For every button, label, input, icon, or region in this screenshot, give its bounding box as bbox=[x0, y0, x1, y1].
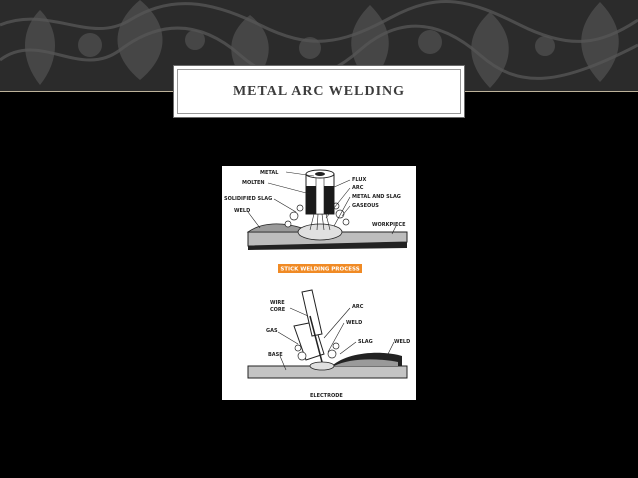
welding-diagram: METAL MOLTEN SOLIDIFIED SLAG WELD FLUX A… bbox=[222, 166, 416, 400]
label-gaseous: GASEOUS bbox=[352, 203, 379, 209]
label-wire: WIRE bbox=[270, 300, 285, 306]
caption-stick-welding: STICK WELDING PROCESS bbox=[280, 267, 359, 273]
title-box: METAL ARC WELDING bbox=[173, 65, 465, 118]
label-solidified-slag: SOLIDIFIED SLAG bbox=[224, 196, 272, 202]
label-base: BASE bbox=[268, 352, 283, 358]
label-molten: MOLTEN bbox=[242, 180, 265, 186]
label-arc-top: ARC bbox=[352, 185, 364, 191]
label-arc-bottom: ARC bbox=[352, 304, 364, 310]
label-electrode: ELECTRODE bbox=[310, 393, 343, 399]
label-slag: SLAG bbox=[358, 339, 373, 345]
label-core: CORE bbox=[270, 307, 286, 313]
label-weld-right: WELD bbox=[394, 339, 410, 345]
label-metal: METAL bbox=[260, 170, 279, 176]
label-flux: FLUX bbox=[352, 177, 366, 183]
label-weld-center: WELD bbox=[346, 320, 362, 326]
label-metal-and-slag: METAL AND SLAG bbox=[352, 194, 401, 200]
label-workpiece: WORKPIECE bbox=[372, 222, 406, 228]
slide-title: METAL ARC WELDING bbox=[232, 83, 406, 99]
label-gas: GAS bbox=[266, 328, 278, 334]
caption-bar bbox=[278, 264, 362, 273]
wire-welding-illustration: WIRE CORE ARC WELD GAS SLAG WELD BASE EL… bbox=[247, 289, 410, 399]
label-weld-top: WELD bbox=[234, 208, 250, 214]
stick-welding-illustration: METAL MOLTEN SOLIDIFIED SLAG WELD FLUX A… bbox=[224, 169, 408, 250]
